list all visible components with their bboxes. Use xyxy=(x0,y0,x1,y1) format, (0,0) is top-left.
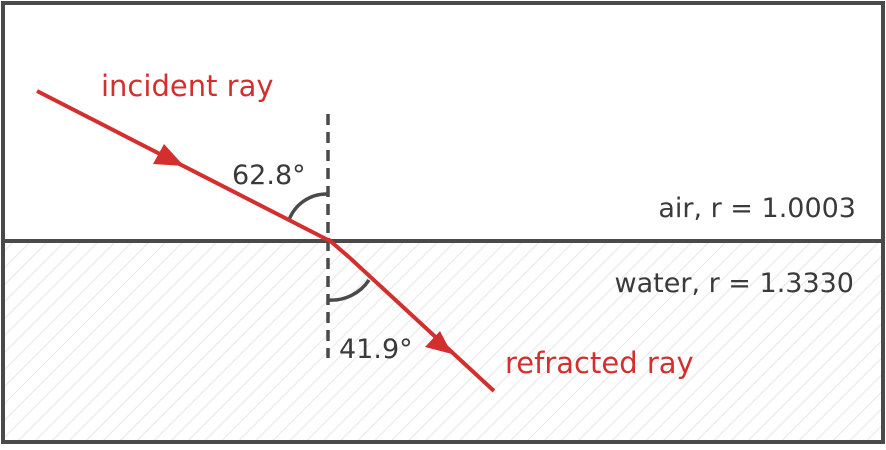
air-medium-label: air, r = 1.0003 xyxy=(658,193,856,224)
water-medium-label: water, r = 1.3330 xyxy=(615,268,854,299)
refracted-angle-arc xyxy=(327,278,371,302)
incident-angle-label: 62.8° xyxy=(232,160,306,191)
refracted-angle-label: 41.9° xyxy=(339,334,413,365)
incident-ray xyxy=(36,89,331,243)
refracted-arrowhead xyxy=(425,331,452,354)
incident-angle-arc xyxy=(287,192,329,221)
incident-arrowhead xyxy=(153,144,184,166)
incident-ray-label: incident ray xyxy=(101,69,274,103)
refracted-ray-label: refracted ray xyxy=(505,346,694,380)
